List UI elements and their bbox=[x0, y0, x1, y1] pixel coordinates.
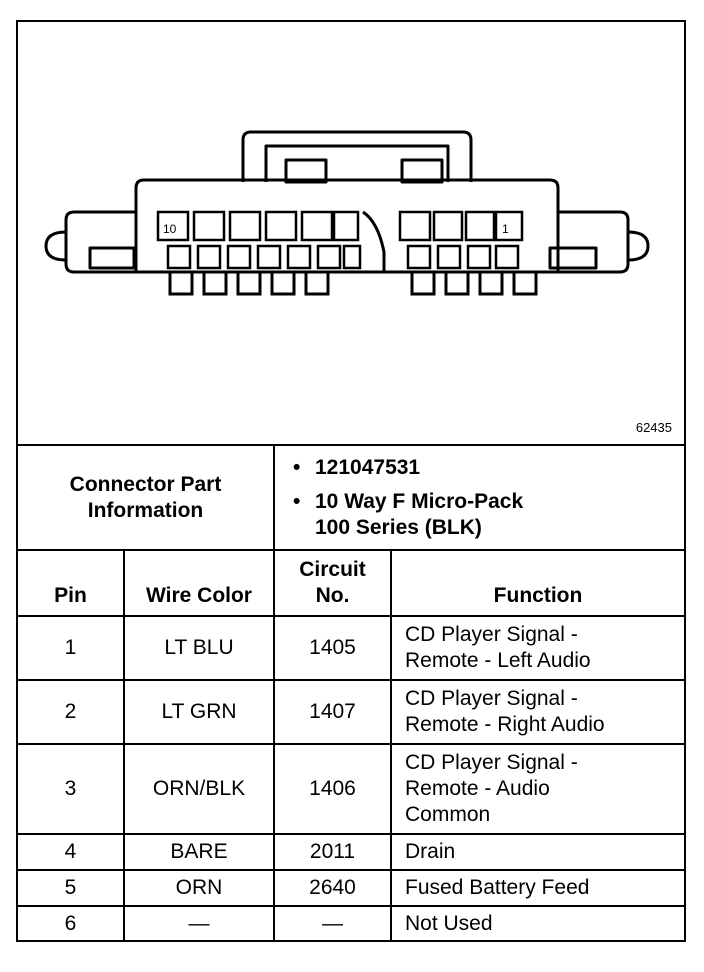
part-number: 121047531 bbox=[315, 455, 421, 479]
figure-number: 62435 bbox=[635, 420, 672, 435]
pin-cell: 6 bbox=[18, 905, 125, 940]
connector-body bbox=[134, 178, 560, 274]
connector-description-line1: 10 Way F Micro-Pack bbox=[315, 489, 524, 513]
function-line: CD Player Signal - bbox=[405, 623, 578, 646]
right-cavity-bank bbox=[398, 210, 524, 270]
circuit-cell: 1405 bbox=[273, 615, 392, 681]
right-ear-slot bbox=[548, 246, 598, 270]
bullet-description: • bbox=[293, 489, 301, 513]
wire-color-cell: ORN bbox=[123, 869, 275, 907]
table-row: 6 — — Not Used bbox=[18, 905, 685, 940]
table-row: 5 ORN 2640 Fused Battery Feed bbox=[18, 869, 685, 907]
table-header-row: Pin Wire Color Circuit No. Function bbox=[18, 549, 685, 617]
function-line: Not Used bbox=[405, 911, 493, 935]
header-circuit-line1: Circuit bbox=[299, 558, 366, 581]
table-row: 3 ORN/BLK 1406 CD Player Signal - Remote… bbox=[18, 743, 685, 835]
function-cell: CD Player Signal - Remote - Right Audio bbox=[389, 679, 685, 745]
connector-diagram-frame: 10 1 62435 Connector Part Information • … bbox=[16, 20, 686, 942]
terminal-legs bbox=[168, 272, 538, 296]
circuit-cell: — bbox=[273, 905, 392, 940]
left-ear-slot bbox=[88, 246, 136, 270]
circuit-cell: 1407 bbox=[273, 679, 392, 745]
circuit-cell: 2011 bbox=[273, 833, 392, 871]
center-divider bbox=[362, 210, 386, 272]
header-circuit-no: Circuit No. bbox=[273, 549, 392, 617]
cavity-label-10: 10 bbox=[163, 222, 177, 236]
part-info-label-line2: Information bbox=[87, 498, 204, 522]
wire-color-cell: ORN/BLK bbox=[123, 743, 275, 835]
header-function: Function bbox=[389, 549, 685, 617]
pin-cell: 4 bbox=[18, 833, 125, 871]
wire-color-cell: LT BLU bbox=[123, 615, 275, 681]
left-mounting-ear bbox=[64, 210, 136, 274]
left-cavity-bank bbox=[156, 210, 362, 270]
cavity-label-1: 1 bbox=[502, 222, 509, 236]
table-row: 4 BARE 2011 Drain bbox=[18, 833, 685, 871]
function-cell: Not Used bbox=[389, 905, 685, 940]
pinout-table: Connector Part Information • 121047531 •… bbox=[18, 446, 685, 940]
header-circuit-line2: No. bbox=[315, 584, 350, 607]
latch-tab-right bbox=[400, 158, 444, 184]
circuit-cell: 1406 bbox=[273, 743, 392, 835]
wire-color-cell: LT GRN bbox=[123, 679, 275, 745]
table-row: 2 LT GRN 1407 CD Player Signal - Remote … bbox=[18, 679, 685, 745]
connector-drawing-panel: 10 1 62435 bbox=[18, 22, 684, 446]
function-line: Remote - Audio bbox=[405, 777, 550, 800]
function-line: Remote - Right Audio bbox=[405, 713, 605, 736]
function-line: Remote - Left Audio bbox=[405, 649, 591, 672]
pin-cell: 3 bbox=[18, 743, 125, 835]
connector-description-line2: 100 Series (BLK) bbox=[315, 515, 482, 539]
wire-color-cell: — bbox=[123, 905, 275, 940]
function-cell: CD Player Signal - Remote - Left Audio bbox=[389, 615, 685, 681]
latch-tab-left bbox=[284, 158, 328, 184]
bullet-part-number: • bbox=[293, 455, 301, 479]
connector-illustration: 10 1 bbox=[44, 130, 650, 296]
circuit-cell: 2640 bbox=[273, 869, 392, 907]
connector-latch bbox=[241, 130, 473, 182]
wire-color-cell: BARE bbox=[123, 833, 275, 871]
pin-cell: 5 bbox=[18, 869, 125, 907]
connector-part-info-row: Connector Part Information • 121047531 •… bbox=[18, 446, 685, 551]
connector-part-info-values: • 121047531 • 10 Way F Micro-Pack 100 Se… bbox=[272, 446, 685, 551]
table-row: 1 LT BLU 1405 CD Player Signal - Remote … bbox=[18, 615, 685, 681]
pin-cell: 1 bbox=[18, 615, 125, 681]
function-cell: Drain bbox=[389, 833, 685, 871]
header-pin: Pin bbox=[18, 549, 125, 617]
function-line: Fused Battery Feed bbox=[405, 876, 590, 899]
part-info-label-line1: Connector Part bbox=[69, 472, 222, 496]
connector-part-info-label: Connector Part Information bbox=[18, 446, 275, 551]
function-line: Drain bbox=[405, 840, 456, 863]
function-cell: CD Player Signal - Remote - Audio Common bbox=[389, 743, 685, 835]
function-cell: Fused Battery Feed bbox=[389, 869, 685, 907]
pin-cell: 2 bbox=[18, 679, 125, 745]
function-line: CD Player Signal - bbox=[405, 751, 578, 774]
function-line: CD Player Signal - bbox=[405, 687, 578, 710]
function-line: Common bbox=[405, 803, 491, 826]
right-mounting-ear bbox=[558, 210, 630, 274]
header-wire-color: Wire Color bbox=[123, 549, 275, 617]
